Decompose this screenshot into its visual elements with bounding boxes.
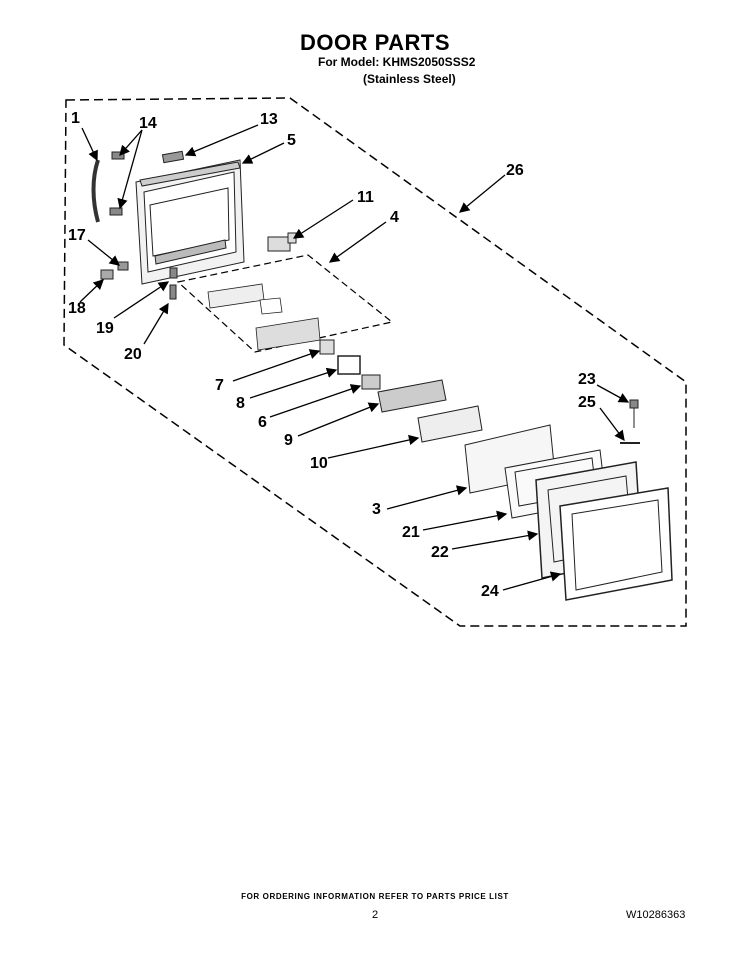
handle-part [91,159,100,223]
electronic-module-part [417,405,483,443]
callout-9: 9 [284,432,293,449]
callout-22: 22 [431,544,449,561]
callout-17: 17 [68,227,86,244]
page-number: 2 [372,909,379,921]
door-choke-cover-part [559,487,673,601]
callout-26: 26 [506,162,524,179]
hinge-screw-part [100,269,114,280]
screw-23-part [629,399,639,428]
callout-4: 4 [390,209,399,226]
display-window-part [337,355,361,375]
ordering-note: FOR ORDERING INFORMATION REFER TO PARTS … [241,892,509,901]
callout-18: 18 [68,300,86,317]
callout-1: 1 [71,110,80,127]
callout-20: 20 [124,346,142,363]
callout-5: 5 [287,132,296,149]
callout-8: 8 [236,395,245,412]
handle-screws-part [109,151,125,216]
callout-25: 25 [578,394,596,411]
callout-14: 14 [139,115,157,132]
nameplate-part [161,150,185,164]
model-line: For Model: KHMS2050SSS2 [318,55,476,69]
control-board-part [377,379,447,413]
callout-19: 19 [96,320,114,337]
door-assembly-boundary [63,97,687,627]
callout-23: 23 [578,371,596,388]
spring-part [169,267,178,279]
control-panel-part [207,283,321,351]
membrane-part [319,339,335,355]
callout-11: 11 [357,189,374,206]
callout-6: 6 [258,414,267,431]
callout-7: 7 [215,377,224,394]
latch-part [267,232,297,252]
leader-lines [79,124,630,591]
finish-line: (Stainless Steel) [363,72,456,86]
screw-part [169,284,177,300]
callout-13: 13 [260,111,278,128]
document-part-number: W10286363 [626,909,686,921]
callout-24: 24 [481,583,499,600]
touch-pad-part [361,374,381,390]
page-title: DOOR PARTS [299,30,451,55]
callout-10: 10 [310,455,328,472]
callout-21: 21 [402,524,420,541]
control-panel-boundary [176,254,394,353]
callout-3: 3 [372,501,381,518]
hinge-pin-part [117,261,129,271]
door-frame-part [135,159,245,285]
